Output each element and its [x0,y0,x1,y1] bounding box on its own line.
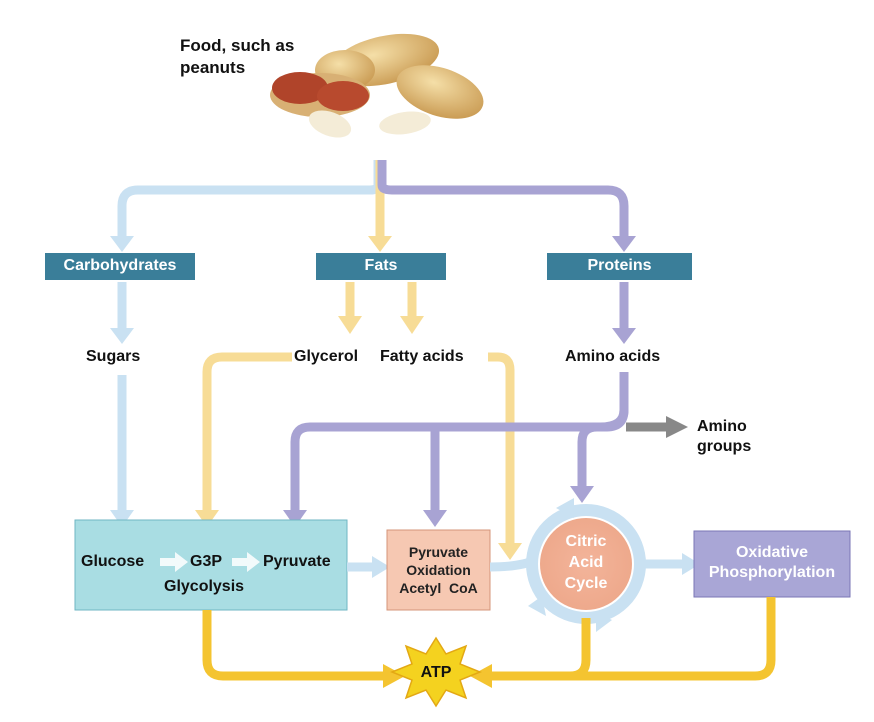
citric-acid-cycle-text: Citric Acid Cycle [546,531,626,594]
glycolysis-box [74,519,348,611]
oxidative-line2: Phosphorylation [708,564,836,581]
oxidative-line1: Oxidative [735,544,809,561]
proteins-box [547,253,692,280]
citric-line1: Citric [565,533,607,550]
citric-line2: Acid [568,554,604,571]
glycerol-label: Glycerol [294,348,359,365]
oxidative-phosphorylation-box [693,530,851,598]
pyruvate-oxidation-line1: Pyruvate [408,544,469,560]
oxidative-phosphorylation-text: Oxidative Phosphorylation [694,543,850,583]
pyruvate-oxidation-box [386,529,491,611]
fatty-acids-label: Fatty acids [380,348,464,365]
glucose-label: Glucose [81,553,145,570]
pyruvate-oxidation-line2: Oxidation [406,562,471,578]
glycolysis-label: Glycolysis [164,578,245,595]
amino-acids-label: Amino acids [565,348,661,365]
pyruvate-oxidation-line3: Acetyl CoA [399,580,478,596]
fats-label: Fats [364,257,398,274]
amino-groups-label: Amino groups [697,418,752,455]
food-to-categories-arrows [117,160,629,240]
atp-label: ATP [420,664,452,681]
pyruvate-label: Pyruvate [263,553,331,570]
citric-line3: Cycle [564,575,608,592]
carbohydrates-box [45,253,195,280]
food-label: Food, such as peanuts [180,36,295,77]
fats-box [316,253,446,280]
atp-starburst [389,636,483,708]
sugars-label: Sugars [86,348,141,365]
proteins-label: Proteins [587,257,652,274]
g3p-label: G3P [190,553,223,570]
peanuts-image [270,33,484,138]
pyruvate-oxidation-text: Pyruvate Oxidation Acetyl CoA [387,543,490,597]
carbohydrates-label: Carbohydrates [63,257,177,274]
